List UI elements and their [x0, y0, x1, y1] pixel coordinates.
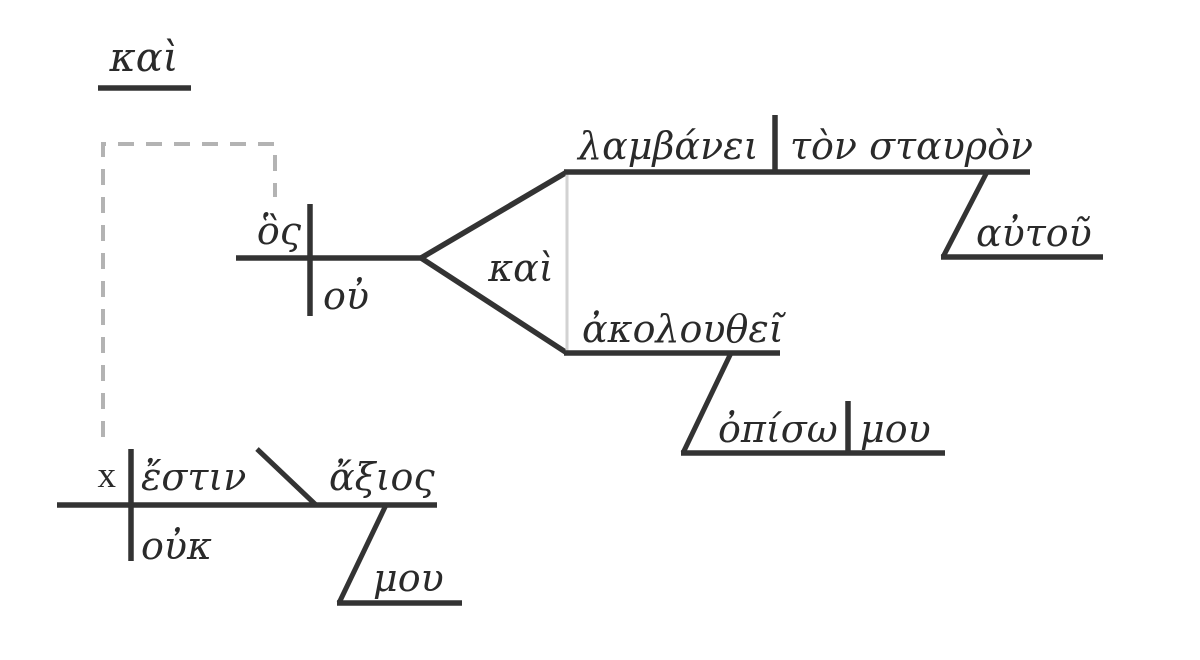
adverbial-slant [680, 351, 734, 455]
predicate-modifier-slant [336, 503, 389, 605]
predicate-adjective-word: ἄξιος [329, 455, 435, 499]
main-negation-word: οὐκ [141, 524, 212, 568]
object1-words: τὸν σταυρὸν [790, 124, 1033, 168]
object1-modifier-slant [940, 170, 990, 259]
verb1-word: λαμβάνει [576, 124, 758, 168]
relative-negation-word: οὐ [323, 274, 369, 318]
compound-conjunction-word: καὶ [487, 246, 553, 290]
object1-modifier-word: αὐτοῦ [976, 211, 1092, 255]
fork-upper-branch [419, 169, 569, 261]
adverbial-preposition-word: ὀπίσω [718, 407, 838, 451]
main-subject-placeholder: x [98, 455, 117, 496]
preposition-object-word: μου [860, 407, 931, 451]
predicate-modifier-word: μου [373, 556, 444, 600]
sentence-conjunction-word: καὶ [109, 35, 179, 81]
relative-subject-word: ὃς [257, 209, 302, 253]
relative-pronoun-dashed-connector [101, 142, 277, 437]
predicate-adjective-divider [255, 447, 318, 507]
main-verb-word: ἔστιν [141, 455, 246, 499]
fork-lower-branch [419, 255, 569, 356]
verb2-word: ἀκολουθεῖ [582, 307, 787, 351]
